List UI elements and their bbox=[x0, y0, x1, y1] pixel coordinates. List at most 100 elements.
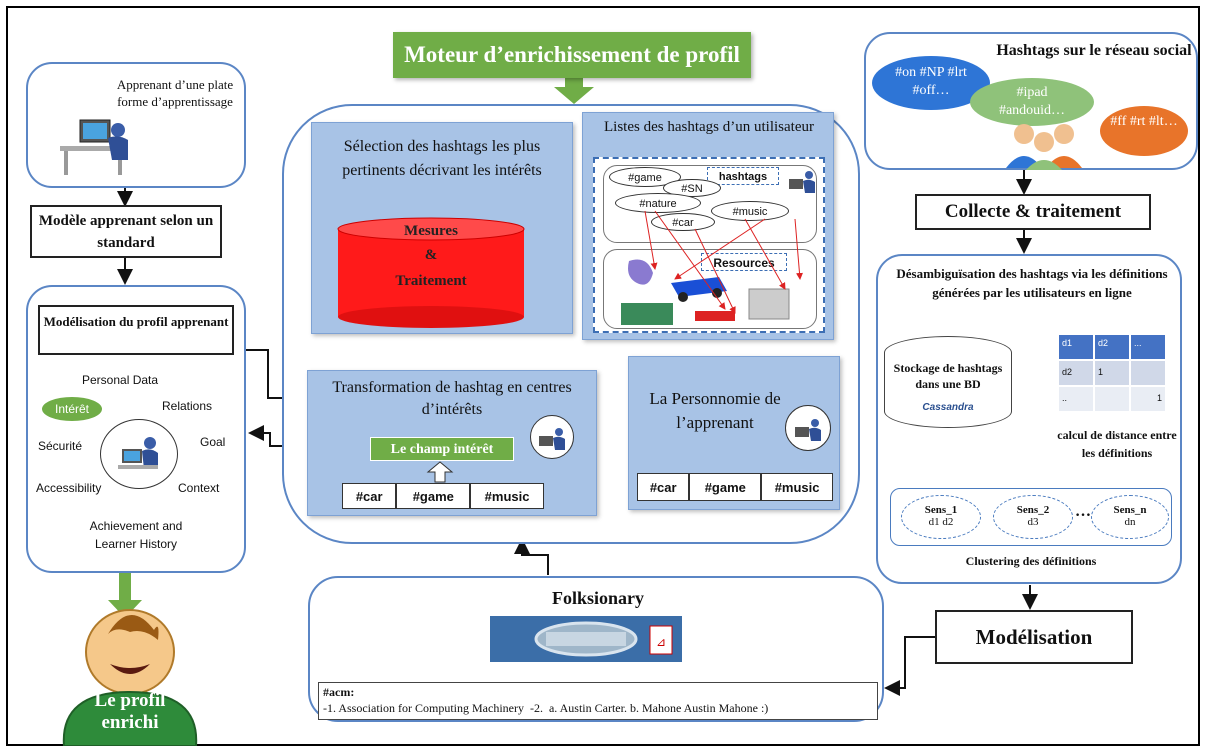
amp-label: & bbox=[424, 247, 438, 263]
profil-enrichi-label: Le profil enrichi bbox=[94, 690, 166, 733]
table-head-cell: ... bbox=[1130, 334, 1166, 360]
personnomie-row: #car #game #music bbox=[637, 473, 833, 501]
sens-name: Sens_2 bbox=[1016, 504, 1050, 516]
header-arrow-head bbox=[554, 87, 594, 104]
learner-circle-icon bbox=[118, 437, 158, 469]
hashtag-bubble-orange: #ff #rt #lt… bbox=[1100, 106, 1188, 156]
table-cell bbox=[1094, 386, 1130, 412]
securite-label: Sécurité bbox=[38, 439, 83, 453]
modelisation-profil-box: Modélisation du profil apprenant bbox=[38, 305, 234, 355]
selection-title: Sélection des hashtags les plus pertinen… bbox=[342, 138, 542, 179]
personnomie-cell: #game bbox=[689, 473, 762, 501]
social-users-icon bbox=[1006, 124, 1082, 170]
interest-cell: #car bbox=[342, 483, 397, 509]
sens-oval: Sens_n dn bbox=[1091, 495, 1169, 539]
modelisation-box: Modélisation bbox=[935, 610, 1133, 664]
collecte-box: Collecte & traitement bbox=[915, 194, 1151, 230]
sens-name: Sens_n bbox=[1113, 504, 1147, 516]
outer-frame bbox=[6, 6, 1200, 746]
apprenant-label: Apprenant d’une plate forme d’apprentiss… bbox=[116, 77, 234, 109]
engine-title: Moteur d’enrichissement de profil bbox=[393, 32, 751, 78]
table-cell: d2 bbox=[1058, 360, 1094, 386]
table-cell bbox=[1130, 360, 1166, 386]
desamb-box: Désambiguïsation des hashtags via les dé… bbox=[876, 254, 1182, 584]
personnomie-user-circle bbox=[785, 405, 831, 451]
folksionary-definition-box: #acm: -1. Association for Computing Mach… bbox=[318, 682, 878, 720]
traitement-label: Traitement bbox=[395, 273, 467, 289]
sens-defs: d3 bbox=[1027, 516, 1039, 528]
transformation-user-icon bbox=[539, 428, 565, 450]
calcul-label: calcul de distance entre les définitions bbox=[1057, 428, 1177, 460]
personnomie-cell: #music bbox=[761, 473, 833, 501]
svg-text:⊿: ⊿ bbox=[656, 635, 666, 649]
green-arrow-shaft bbox=[119, 570, 131, 604]
hashtags-social-box: Hashtags sur le réseau social #on #NP #l… bbox=[864, 32, 1198, 170]
arrow-folksionary-up bbox=[514, 538, 549, 575]
interest-cell: #music bbox=[470, 483, 544, 509]
tag-nature: #nature bbox=[615, 193, 701, 213]
learner-computer-icon bbox=[60, 119, 128, 175]
cassandra-logo: Cassandra bbox=[922, 402, 974, 413]
red-links bbox=[644, 210, 803, 314]
sens-cluster-box: Sens_1 d1 d2 Sens_2 d3 … Sens_n dn bbox=[890, 488, 1172, 546]
up-arrow-icon bbox=[426, 461, 454, 483]
resources-box bbox=[603, 249, 817, 329]
personnomie-panel: La Personnomie de l’apprenant #car #game… bbox=[628, 356, 840, 510]
achievement-label: Achievement and Learner History bbox=[89, 519, 183, 551]
resources-images-icon bbox=[621, 259, 790, 325]
transformation-panel: Transformation de hashtag en centres d’i… bbox=[307, 370, 597, 516]
desamb-title: Désambiguïsation des hashtags via les dé… bbox=[896, 266, 1168, 300]
apprenant-box: Apprenant d’une plate forme d’apprentiss… bbox=[26, 62, 246, 188]
folksionary-box: Folksionary ⊿ #acm: -1. Association for … bbox=[308, 576, 884, 722]
goal-label: Goal bbox=[200, 435, 226, 449]
tag-music: #music bbox=[711, 201, 789, 221]
context-label: Context bbox=[178, 481, 220, 495]
database-cylinder bbox=[337, 217, 525, 328]
interest-row: #car #game #music bbox=[342, 483, 544, 509]
transformation-user-circle bbox=[530, 415, 574, 459]
profil-enrichi-icon bbox=[62, 609, 198, 746]
listes-panel: Listes des hashtags d’un utilisateur #ga… bbox=[582, 112, 834, 340]
listes-user-icon bbox=[789, 171, 815, 193]
transformation-title: Transformation de hashtag en centres d’i… bbox=[332, 379, 572, 418]
folksionary-title: Folksionary bbox=[551, 588, 644, 608]
acm-definition: -1. Association for Computing Machinery … bbox=[323, 701, 769, 715]
tag-car: #car bbox=[651, 213, 715, 231]
personnomie-user-icon bbox=[795, 419, 821, 441]
sens-oval: Sens_2 d3 bbox=[993, 495, 1073, 539]
green-arrow-head bbox=[108, 600, 142, 618]
interet-badge: Intérêt bbox=[42, 397, 102, 421]
stockage-cylinder bbox=[884, 336, 1012, 428]
personnomie-cell: #car bbox=[637, 473, 690, 501]
relations-label: Relations bbox=[162, 399, 213, 413]
hashtag-bubble-green: #ipad #andouid… bbox=[970, 78, 1094, 126]
sens-ellipsis: … bbox=[1075, 503, 1091, 520]
personal-data-label: Personal Data bbox=[82, 373, 159, 387]
distance-table: d1 d2 ... d2 1 .. 1 bbox=[1058, 334, 1166, 412]
table-cell: 1 bbox=[1130, 386, 1166, 412]
hashtags-label: hashtags bbox=[707, 167, 779, 185]
personnomie-title: La Personnomie de l’apprenant bbox=[649, 389, 781, 432]
stockage-label: Stockage de hashtags dans une BD bbox=[893, 361, 1003, 391]
interest-cell: #game bbox=[396, 483, 471, 509]
selection-panel: Sélection des hashtags les plus pertinen… bbox=[311, 122, 573, 334]
listes-inner: #game hashtags #SN #nature #music #car R… bbox=[593, 157, 825, 333]
folksionary-image: ⊿ bbox=[490, 616, 682, 662]
sens-name: Sens_1 bbox=[924, 504, 958, 516]
table-head-cell: d2 bbox=[1094, 334, 1130, 360]
tag-cloud-box bbox=[603, 165, 817, 243]
clustering-label: Clustering des définitions bbox=[965, 554, 1097, 568]
champ-interet-label: Le champ intérêt bbox=[370, 437, 514, 461]
accessibility-label: Accessibility bbox=[36, 481, 102, 495]
sens-defs: dn bbox=[1124, 516, 1136, 528]
acm-tag: #acm: bbox=[323, 685, 355, 699]
hashtags-social-title: Hashtags sur le réseau social bbox=[996, 42, 1192, 59]
listes-title: Listes des hashtags d’un utilisateur bbox=[604, 119, 814, 135]
sens-oval: Sens_1 d1 d2 bbox=[901, 495, 981, 539]
arrow-modelisation-to-folksionary bbox=[884, 636, 935, 696]
tag-game: #game bbox=[609, 167, 681, 187]
sens-defs: d1 d2 bbox=[928, 516, 954, 528]
table-cell: 1 bbox=[1094, 360, 1130, 386]
resources-label: Resources bbox=[701, 253, 787, 271]
header-arrow-shaft bbox=[565, 78, 583, 88]
